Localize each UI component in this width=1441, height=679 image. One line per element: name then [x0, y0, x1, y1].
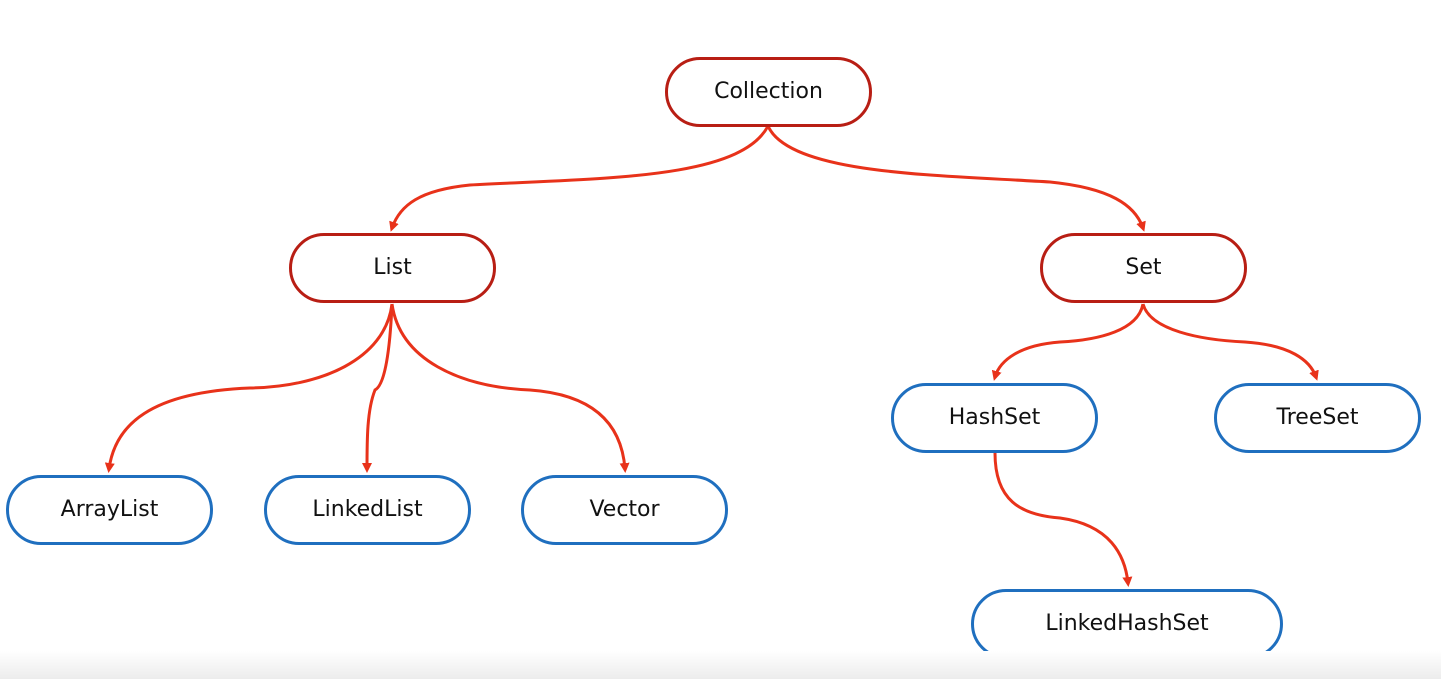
node-treeset-label: TreeSet — [1276, 405, 1359, 430]
edge-collection-list — [389, 125, 770, 232]
node-linkedlist-label: LinkedList — [312, 497, 423, 522]
node-set: Set — [1040, 233, 1247, 303]
edge-set-treeset — [1141, 303, 1319, 381]
node-arraylist: ArrayList — [6, 475, 213, 545]
bottom-shade — [0, 651, 1441, 679]
node-linkedhashset-label: LinkedHashSet — [1045, 611, 1209, 636]
edge-list-linkedlist — [362, 303, 394, 473]
node-hashset-label: HashSet — [948, 405, 1041, 430]
node-list-label: List — [373, 255, 412, 280]
edge-list-vector — [390, 303, 630, 473]
edge-list-arraylist — [104, 303, 394, 473]
node-linkedlist: LinkedList — [264, 475, 471, 545]
node-vector-label: Vector — [589, 497, 660, 522]
node-list: List — [289, 233, 496, 303]
edge-set-hashset — [991, 303, 1145, 381]
node-collection: Collection — [665, 57, 872, 127]
node-treeset: TreeSet — [1214, 383, 1421, 453]
node-hashset: HashSet — [891, 383, 1098, 453]
node-linkedhashset: LinkedHashSet — [971, 589, 1283, 659]
edge-hashset-linkedhashset — [993, 452, 1133, 587]
edge-collection-set — [766, 125, 1146, 232]
node-vector: Vector — [521, 475, 728, 545]
node-arraylist-label: ArrayList — [60, 497, 159, 522]
node-collection-label: Collection — [714, 79, 823, 104]
node-set-label: Set — [1125, 255, 1162, 280]
